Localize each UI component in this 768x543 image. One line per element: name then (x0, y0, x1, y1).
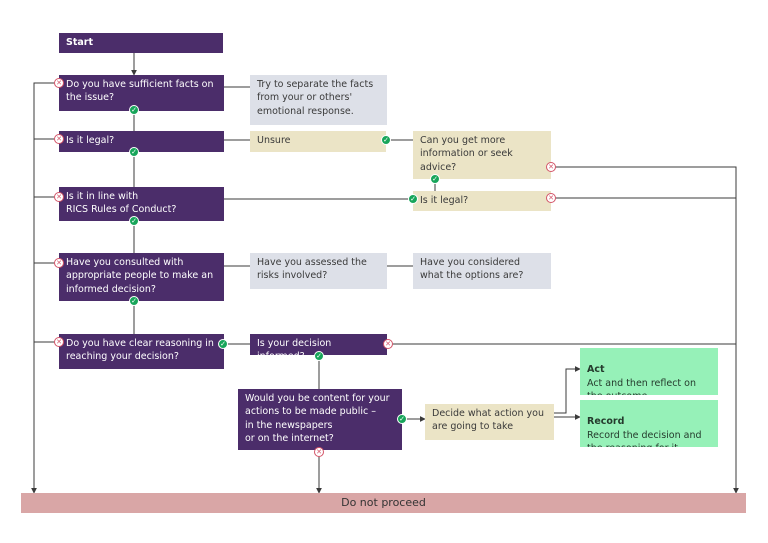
connector-right-rail (551, 166, 739, 494)
question-is-it-legal: Is it legal? (59, 131, 224, 152)
start-node: Start (59, 33, 223, 53)
yes-check-icon: ✓ (314, 351, 324, 361)
question-decision-informed: Is your decision informed? (250, 334, 387, 355)
yes-check-icon: ✓ (408, 194, 418, 204)
yes-check-icon: ✓ (430, 174, 440, 184)
no-cross-icon: ✕ (54, 337, 64, 347)
yes-check-icon: ✓ (381, 135, 391, 145)
no-cross-icon: ✕ (314, 447, 324, 457)
outcome-record-title: Record (587, 416, 625, 428)
no-cross-icon: ✕ (54, 78, 64, 88)
no-cross-icon: ✕ (54, 192, 64, 202)
hint-separate-facts: Try to separate the facts from your or o… (250, 75, 387, 125)
do-not-proceed-bar: Do not proceed (21, 493, 746, 513)
node-decide-action: Decide what action you are going to take (425, 404, 554, 440)
node-unsure: Unsure (250, 131, 386, 152)
connector-decide-to-act (554, 366, 581, 414)
yes-check-icon: ✓ (129, 216, 139, 226)
yes-check-icon: ✓ (129, 105, 139, 115)
outcome-act-title: Act (587, 364, 605, 376)
yes-check-icon: ✓ (129, 296, 139, 306)
outcome-record-text: Record the decision and the reasoning fo… (587, 429, 702, 447)
no-cross-icon: ✕ (546, 193, 556, 203)
question-rics-rules: Is it in line with RICS Rules of Conduct… (59, 187, 224, 221)
no-cross-icon: ✕ (383, 339, 393, 349)
yes-check-icon: ✓ (397, 414, 407, 424)
hint-considered-options: Have you considered what the options are… (413, 253, 551, 289)
yes-check-icon: ✓ (218, 339, 228, 349)
question-more-information: Can you get more information or seek adv… (413, 131, 551, 179)
question-sufficient-facts: Do you have sufficient facts on the issu… (59, 75, 224, 111)
connector-left-rail (31, 82, 58, 494)
question-is-it-legal-2: Is it legal? (413, 191, 551, 211)
outcome-act-text: Act and then reflect on the outcome (587, 377, 696, 395)
no-cross-icon: ✕ (54, 258, 64, 268)
question-made-public: Would you be content for your actions to… (238, 389, 402, 450)
question-consulted: Have you consulted with appropriate peop… (59, 253, 224, 301)
hint-assessed-risks: Have you assessed the risks involved? (250, 253, 387, 289)
question-clear-reasoning: Do you have clear reasoning in reaching … (59, 334, 224, 369)
yes-check-icon: ✓ (129, 147, 139, 157)
no-cross-icon: ✕ (546, 162, 556, 172)
no-cross-icon: ✕ (54, 134, 64, 144)
